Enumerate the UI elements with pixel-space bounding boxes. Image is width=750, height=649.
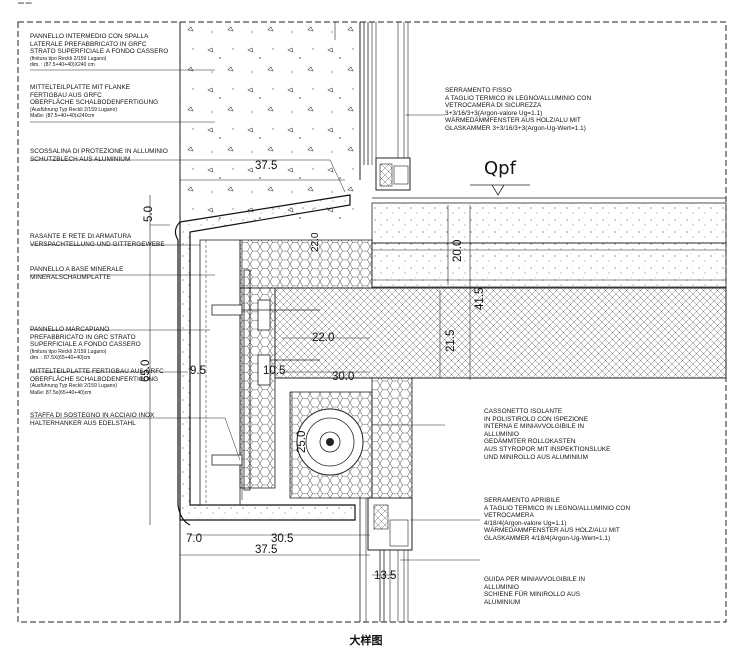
label-line: RASANTE E RETE DI ARMATURA <box>30 233 132 240</box>
opening-window-frame <box>367 497 413 622</box>
label-line: SERRAMENTO FISSO <box>445 87 512 94</box>
label-line: (Ausführung Typ Reckli 2/159 Lugano) <box>30 383 118 390</box>
label-line: WÄRMEDÄMMFENSTER AUS HOLZ/ALU MIT <box>445 117 581 125</box>
label-line: GLASKAMMER 3+3/16/3+3(Argon-Ug-Wert=1.1) <box>445 124 586 132</box>
dim-21-5: 21.5 <box>445 329 457 352</box>
label-line: dim. : (87.5+40+40)X240 cm <box>30 62 95 69</box>
label-line: SUPERFICIALE A FONDO CASSERO <box>30 341 141 349</box>
qpf-marker <box>470 184 530 196</box>
floor-insulation <box>371 242 727 288</box>
label-line: IN POLISTIROLO CON ISPEZIONE <box>484 415 589 423</box>
label-line: STAFFA DI SOSTEGNO IN ACCIAIO INOX <box>30 412 155 419</box>
label-line: FERTIGBAU AUS GRFC <box>30 91 102 99</box>
label-line: WÄRMEDÄMMFENSTER AUS HOLZ/ALU MIT <box>484 527 620 535</box>
dim-20-0: 20.0 <box>452 239 464 262</box>
structural-slab <box>274 287 727 379</box>
drawing-caption: 大样图 <box>349 634 383 647</box>
label-line: UND MINIROLLO AUS ALUMINIUM <box>484 453 588 461</box>
grc-cornice-panel <box>179 194 356 521</box>
dim-30-0: 30.0 <box>332 371 355 383</box>
dim-22-0-horizontal: 22.0 <box>312 332 335 344</box>
label-line: (finitura tipo Reckli 2/159 Lugano) <box>30 55 107 62</box>
steel-brackets <box>211 269 320 491</box>
label-line: VERSPACHTELLUNG UND GITTERGEWEBE <box>30 240 165 248</box>
label-line: A TAGLIO TERMICO IN LEGNO/ALLUMINIO CON <box>445 94 592 102</box>
leader-lines <box>30 69 480 561</box>
dim-5-0: 5.0 <box>143 206 155 222</box>
label-line: MINERALSCHAUMPLATTE <box>30 273 111 281</box>
label-line: CASSONETTO ISOLANTE <box>484 408 563 415</box>
corner-mark: ▬ ▬ <box>18 0 32 6</box>
label-line: AUS STYROPOR MIT INSPEKTIONSLUKE <box>484 445 611 453</box>
label-line: STRATO SUPERFICIALE A FONDO CASSERO <box>30 48 169 56</box>
label-line: SERRAMENTO APRIBILE <box>484 497 561 504</box>
label-line: ALLUMINIO <box>484 583 519 591</box>
label-line: 3+3/16/3+3(Argon-valore Ug=1.1) <box>445 109 543 117</box>
label-line: A TAGLIO TERMICO IN LEGNO/ALLUMINIO CON <box>484 504 631 512</box>
dim-65-0: 65.0 <box>140 359 152 382</box>
label-line: SCHUTZBLECH AUS ALUMINIUM <box>30 155 131 163</box>
label-line: OBERFLÄCHE SCHALBODENFERTIGUNG <box>30 375 159 383</box>
label-line: ALUMINIUM <box>484 598 521 606</box>
floor-screed <box>371 202 727 244</box>
label-line: PREFABBRICATO IN GRC STRATO <box>30 333 136 341</box>
dim-22-0-vertical: 22.0 <box>310 232 321 252</box>
dim-10-5: 10.5 <box>263 365 286 377</box>
mineral-foam-panel <box>199 239 241 506</box>
label-line: ALLUMINIO <box>484 430 519 438</box>
label-line: PANNELLO A BASE MINERALE <box>30 266 124 273</box>
label-line: GLASKAMMER 4/18/4(Argon-Ug-Wert=1.1) <box>484 534 611 542</box>
dimension-lines <box>149 179 471 576</box>
dim-13-5: 13.5 <box>374 570 397 582</box>
label-line: VETROCAMERA <box>484 512 534 520</box>
label-line: SCOSSALINA DI PROTEZIONE IN ALLUMINIO <box>30 148 168 155</box>
dim-37-5-top: 37.5 <box>255 160 278 172</box>
dim-37-5-bottom: 37.5 <box>255 544 278 556</box>
label-line: (Ausführung Typ Reckli 2/159 Lugano) <box>30 106 118 113</box>
label-line: HALTERHANKER AUS EDELSTAHL <box>30 419 136 427</box>
label-line: 4/18/4(Argon-valore Ug=1.1) <box>484 519 567 527</box>
label-line: dim. : 87.5X(65+40+40)cm <box>30 355 91 362</box>
label-line: VETROCAMERA DI SICUREZZA <box>445 102 542 110</box>
label-line: INTERNA E MINIAVVOLGIBILE IN <box>484 423 585 431</box>
dim-7-0: 7.0 <box>186 533 202 545</box>
label-line: GEDÄMMTER ROLLOKASTEN <box>484 438 576 446</box>
insulation-block <box>239 239 373 289</box>
label-line: Maße: 87.5x(65+40+40)cm <box>30 389 92 396</box>
dim-25-0: 25.0 <box>296 430 308 453</box>
label-line: LATERALE PREFABBRICATO IN GRFC <box>30 40 147 48</box>
label-line: PANNELLO INTERMEDIO CON SPALLA <box>30 33 149 40</box>
dim-9-5: 9.5 <box>190 365 206 377</box>
label-line: PANNELLO MARCAPIANO <box>30 326 110 333</box>
dim-41-5: 41.5 <box>474 287 486 310</box>
label-line: (finitura tipo Reckli 2/159 Lugano) <box>30 348 107 355</box>
label-line: Maße: (87.5+40+40)x240cm <box>30 113 95 120</box>
label-line: SCHIENE FÜR MINIROLLO AUS <box>484 591 581 599</box>
label-line: MITTELTEILPLATTE FERTIGBAU AUS GRFC <box>30 368 164 375</box>
qpf-label: Qpf <box>484 158 516 179</box>
fixed-window-frame <box>363 22 411 191</box>
label-line: MITTELTEILPLATTE MIT FLANKE <box>30 84 131 91</box>
label-line: GUIDA PER MINIAVVOLGIBILE IN <box>484 576 586 583</box>
dim-30-5: 30.5 <box>271 533 294 545</box>
label-line: OBERFLÄCHE SCHALBODENFERTIGUNG <box>30 99 159 107</box>
